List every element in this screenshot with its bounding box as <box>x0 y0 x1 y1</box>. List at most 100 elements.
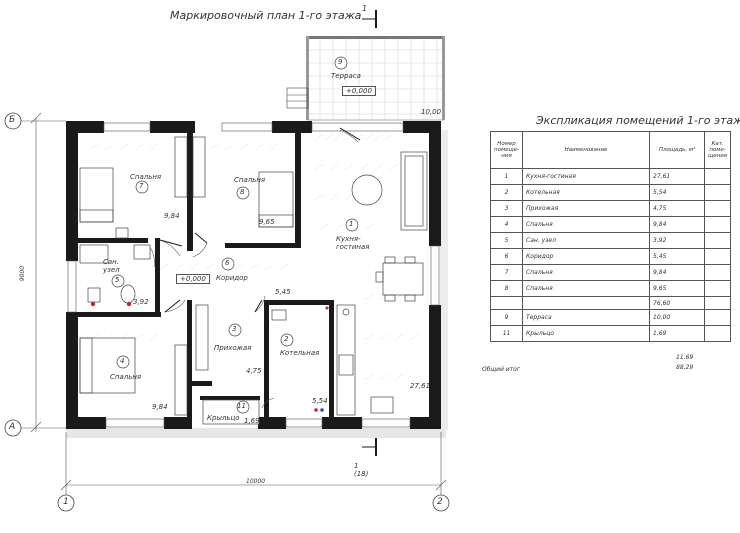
axis-bubbles <box>4 112 450 512</box>
room-6-name: Коридор <box>216 274 248 282</box>
header-category: Кат. поме-щения <box>704 131 732 169</box>
cell-num: 11 <box>489 325 524 342</box>
cell-category <box>704 184 732 201</box>
room-6-area: 5,45 <box>275 288 291 296</box>
room-7-name: Спальня <box>130 173 162 181</box>
cell-num: 4 <box>489 216 524 233</box>
room-11-name: Крыльцо <box>207 414 240 422</box>
table-header-row: Номер помеще-ния Наименование Площадь, м… <box>489 131 732 169</box>
cell-num: 1 <box>489 168 524 185</box>
cell-area: 3,92 <box>649 232 706 249</box>
furniture <box>79 136 428 416</box>
room-3-num: 3 <box>232 325 237 333</box>
room-4-num: 4 <box>120 357 125 365</box>
room-9-name: Терраса <box>331 72 361 80</box>
room-1-name: Кухня-гостиная <box>336 235 370 251</box>
cell-name: Крыльцо <box>522 325 651 342</box>
corridor-level-mark: +0,000 <box>176 274 210 284</box>
room-1-area: 27,61 <box>410 382 431 390</box>
building-shadow <box>66 428 446 438</box>
header-name: Наименование <box>522 131 651 169</box>
axis-label-row-bottom: А <box>9 422 16 432</box>
room-8-area: 9,65 <box>259 218 275 226</box>
room-3-name: Прихожая <box>214 344 252 352</box>
table-row-subtotal-main: 76,60 <box>489 296 732 310</box>
room-4-name: Спальня <box>110 373 142 381</box>
cell-num: 9 <box>489 309 524 326</box>
cell-category <box>704 168 732 185</box>
room-9-num: 9 <box>338 58 343 66</box>
cell-name: Спальня <box>522 280 651 297</box>
windows <box>67 122 440 428</box>
dimension-width: 10000 <box>246 478 266 485</box>
room-8-num: 8 <box>240 188 245 196</box>
cell-name: Коридор <box>522 248 651 265</box>
cell-category <box>704 216 732 233</box>
room-7-area: 9,84 <box>164 212 180 220</box>
room-11-area: 1,69 <box>244 417 260 425</box>
door-leaves <box>159 127 361 313</box>
room-1-num: 1 <box>349 220 354 228</box>
cell-area: 1,69 <box>649 325 706 342</box>
room-number-circles <box>111 56 359 414</box>
room-2-num: 2 <box>284 335 289 343</box>
subtotal-main: 76,60 <box>649 296 706 310</box>
cell-num: 5 <box>489 232 524 249</box>
cell-area: 5,45 <box>649 248 706 265</box>
section-arrows <box>362 18 376 448</box>
porch <box>202 399 260 425</box>
cell-name: Кухня-гостиная <box>522 168 651 185</box>
dimension-height: 9000 <box>19 265 27 282</box>
cell-category <box>704 200 732 217</box>
room-5-name: Сан. узел <box>103 258 120 274</box>
cell-name: Спальня <box>522 216 651 233</box>
axis-label-col-right: 2 <box>437 497 443 507</box>
cell-name: Сан. узел <box>522 232 651 249</box>
cell-area: 9,84 <box>649 216 706 233</box>
terrace-steps <box>286 87 309 109</box>
cell-category <box>704 264 732 281</box>
room-5-area: 3,92 <box>133 298 149 306</box>
cell-category <box>704 325 732 342</box>
cell-area: 10,00 <box>649 309 706 326</box>
floor-pattern <box>89 133 419 381</box>
cell-num: 3 <box>489 200 524 217</box>
exterior-walls <box>66 121 441 429</box>
room-5-num: 5 <box>115 276 120 284</box>
total-label: Общий итог <box>482 366 520 373</box>
building-shadow-right <box>440 130 448 430</box>
cell-num: 6 <box>489 248 524 265</box>
total-value: 88,29 <box>676 364 694 371</box>
room-9-area: 10,00 <box>421 108 442 116</box>
dimension-lines <box>20 112 447 495</box>
cell-category <box>704 232 732 249</box>
room-2-name: Котельная <box>280 349 320 357</box>
room-2-area: 5,54 <box>312 397 328 405</box>
terrace-grid <box>308 38 444 120</box>
interior-walls <box>78 133 334 417</box>
axis-label-col-left: 1 <box>63 497 69 507</box>
subtotal-extra: 11,69 <box>676 354 694 361</box>
utility-markers <box>90 301 329 412</box>
room-11-num: 11 <box>237 402 246 410</box>
room-6-num: 6 <box>225 259 230 267</box>
cell-name: Спальня <box>522 264 651 281</box>
plan-title: Маркировочный план 1-го этажа <box>170 9 362 22</box>
terrace-level-mark: +0,000 <box>342 86 376 96</box>
cell-area: 9,65 <box>649 280 706 297</box>
cell-category <box>704 309 732 326</box>
cell-category <box>704 280 732 297</box>
room-7-num: 7 <box>139 182 144 190</box>
table-title: Экспликация помещений 1-го этажа <box>536 114 740 127</box>
header-num: Номер помеще-ния <box>489 131 524 169</box>
